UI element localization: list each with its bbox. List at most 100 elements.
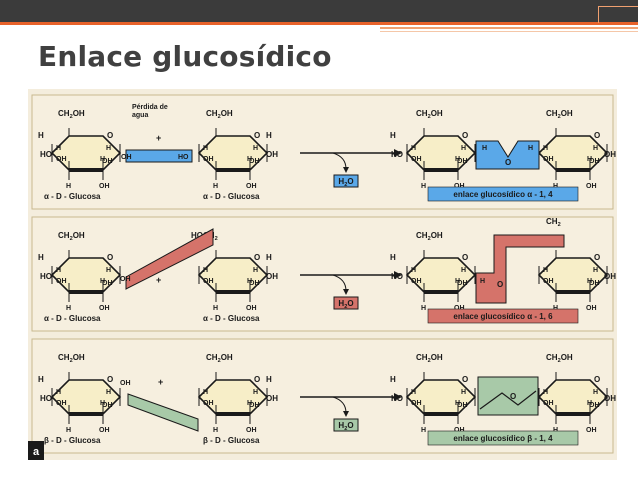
water-label: H2O (338, 177, 353, 188)
atom-label: OH (543, 400, 554, 407)
atom-label: OH (249, 402, 260, 409)
ch2oh-label: CH2OH (416, 109, 443, 120)
corner-decoration (598, 6, 638, 23)
water-box (333, 418, 359, 432)
atom-label: H (253, 267, 258, 274)
atom-label: H (593, 267, 598, 274)
atom-label: H (56, 389, 61, 396)
sugar-name-right: β - D - Glucosa (203, 436, 260, 445)
atom-label: OH (543, 278, 554, 285)
atom-label: OH (457, 280, 468, 287)
atom-label: OH (120, 380, 131, 387)
atom-label: H (593, 145, 598, 152)
water-label: H2O (338, 299, 353, 310)
atom-label: H (553, 427, 558, 434)
glycosidic-bond-highlight (477, 376, 539, 416)
loss-label-line2: agua (132, 112, 148, 119)
ring-oxygen-label: O (107, 375, 113, 384)
ch2oh-label: CH2OH (206, 353, 233, 364)
ch2oh-label: CH2OH (58, 231, 85, 242)
ch2oh-label: CH2OH (58, 109, 85, 120)
arrow-head (343, 289, 349, 295)
atom-label: OH (266, 150, 278, 159)
atom-label: H (247, 400, 252, 407)
atom-label: OH (586, 305, 597, 312)
glycosidic-bond-highlight (475, 140, 540, 170)
plus-sign: + (156, 275, 161, 285)
atom-label: OH (246, 305, 257, 312)
atom-label: OH (604, 150, 616, 159)
ring-oxygen-label: O (254, 131, 260, 140)
atom-label: OH (99, 305, 110, 312)
atom-label: OH (246, 183, 257, 190)
atom-label: H (56, 267, 61, 274)
atom-label: H (482, 145, 487, 152)
atom-label: H (553, 183, 558, 190)
atom-label: H (543, 145, 548, 152)
atom-label: H (38, 253, 44, 262)
atom-label: H (106, 267, 111, 274)
atom-label: H (203, 267, 208, 274)
arrow-head (394, 271, 402, 279)
atom-label: HO (391, 150, 403, 159)
sugar-name-right: α - D - Glucosa (203, 192, 260, 201)
atom-label: H (421, 183, 426, 190)
atom-label: OH (586, 427, 597, 434)
ch2oh-label: CH2OH (416, 231, 443, 242)
atom-label: OH (99, 427, 110, 434)
arrow-head (394, 393, 402, 401)
bond-name-box (427, 308, 579, 324)
atom-label: OH (454, 427, 465, 434)
atom-label: H (203, 145, 208, 152)
atom-label: OH (411, 400, 422, 407)
arrow-head (343, 167, 349, 173)
atom-label: OH (203, 278, 214, 285)
ch2-label: CH2 (546, 217, 561, 228)
ch2oh-label: CH2OH (546, 109, 573, 120)
atom-label: H (480, 278, 485, 285)
atom-label: H (411, 389, 416, 396)
atom-label: H (38, 375, 44, 384)
ring-oxygen-label: O (107, 131, 113, 140)
atom-label: OH (102, 402, 113, 409)
atom-label: H (66, 427, 71, 434)
atom-label: H (421, 427, 426, 434)
atom-label: OH (454, 305, 465, 312)
atom-label: H (266, 131, 272, 140)
atom-label: H (66, 183, 71, 190)
atom-label: H (543, 267, 548, 274)
sugar-name-left: β - D - Glucosa (44, 436, 101, 445)
atom-label: OH (589, 280, 600, 287)
atom-label: H (66, 305, 71, 312)
glycosidic-bond-highlight (475, 234, 565, 304)
atom-label: HO (391, 394, 403, 403)
atom-label: OH (454, 183, 465, 190)
atom-label: H (253, 389, 258, 396)
atom-label: OH (586, 183, 597, 190)
atom-label: H (266, 375, 272, 384)
sugar-name-right: α - D - Glucosa (203, 314, 260, 323)
ring-oxygen-label: O (462, 253, 468, 262)
atom-label: OH (203, 400, 214, 407)
atom-label: H (461, 267, 466, 274)
bond-name-box (427, 430, 579, 446)
bond-name-label: enlace glucosídico α - 1, 4 (453, 190, 553, 199)
atom-label: H (411, 267, 416, 274)
atom-label: OH (266, 394, 278, 403)
atom-label: H (543, 389, 548, 396)
atom-label: H (247, 278, 252, 285)
atom-label: H (528, 145, 533, 152)
atom-label: H (106, 145, 111, 152)
bridge-oxygen-label: O (497, 280, 503, 289)
